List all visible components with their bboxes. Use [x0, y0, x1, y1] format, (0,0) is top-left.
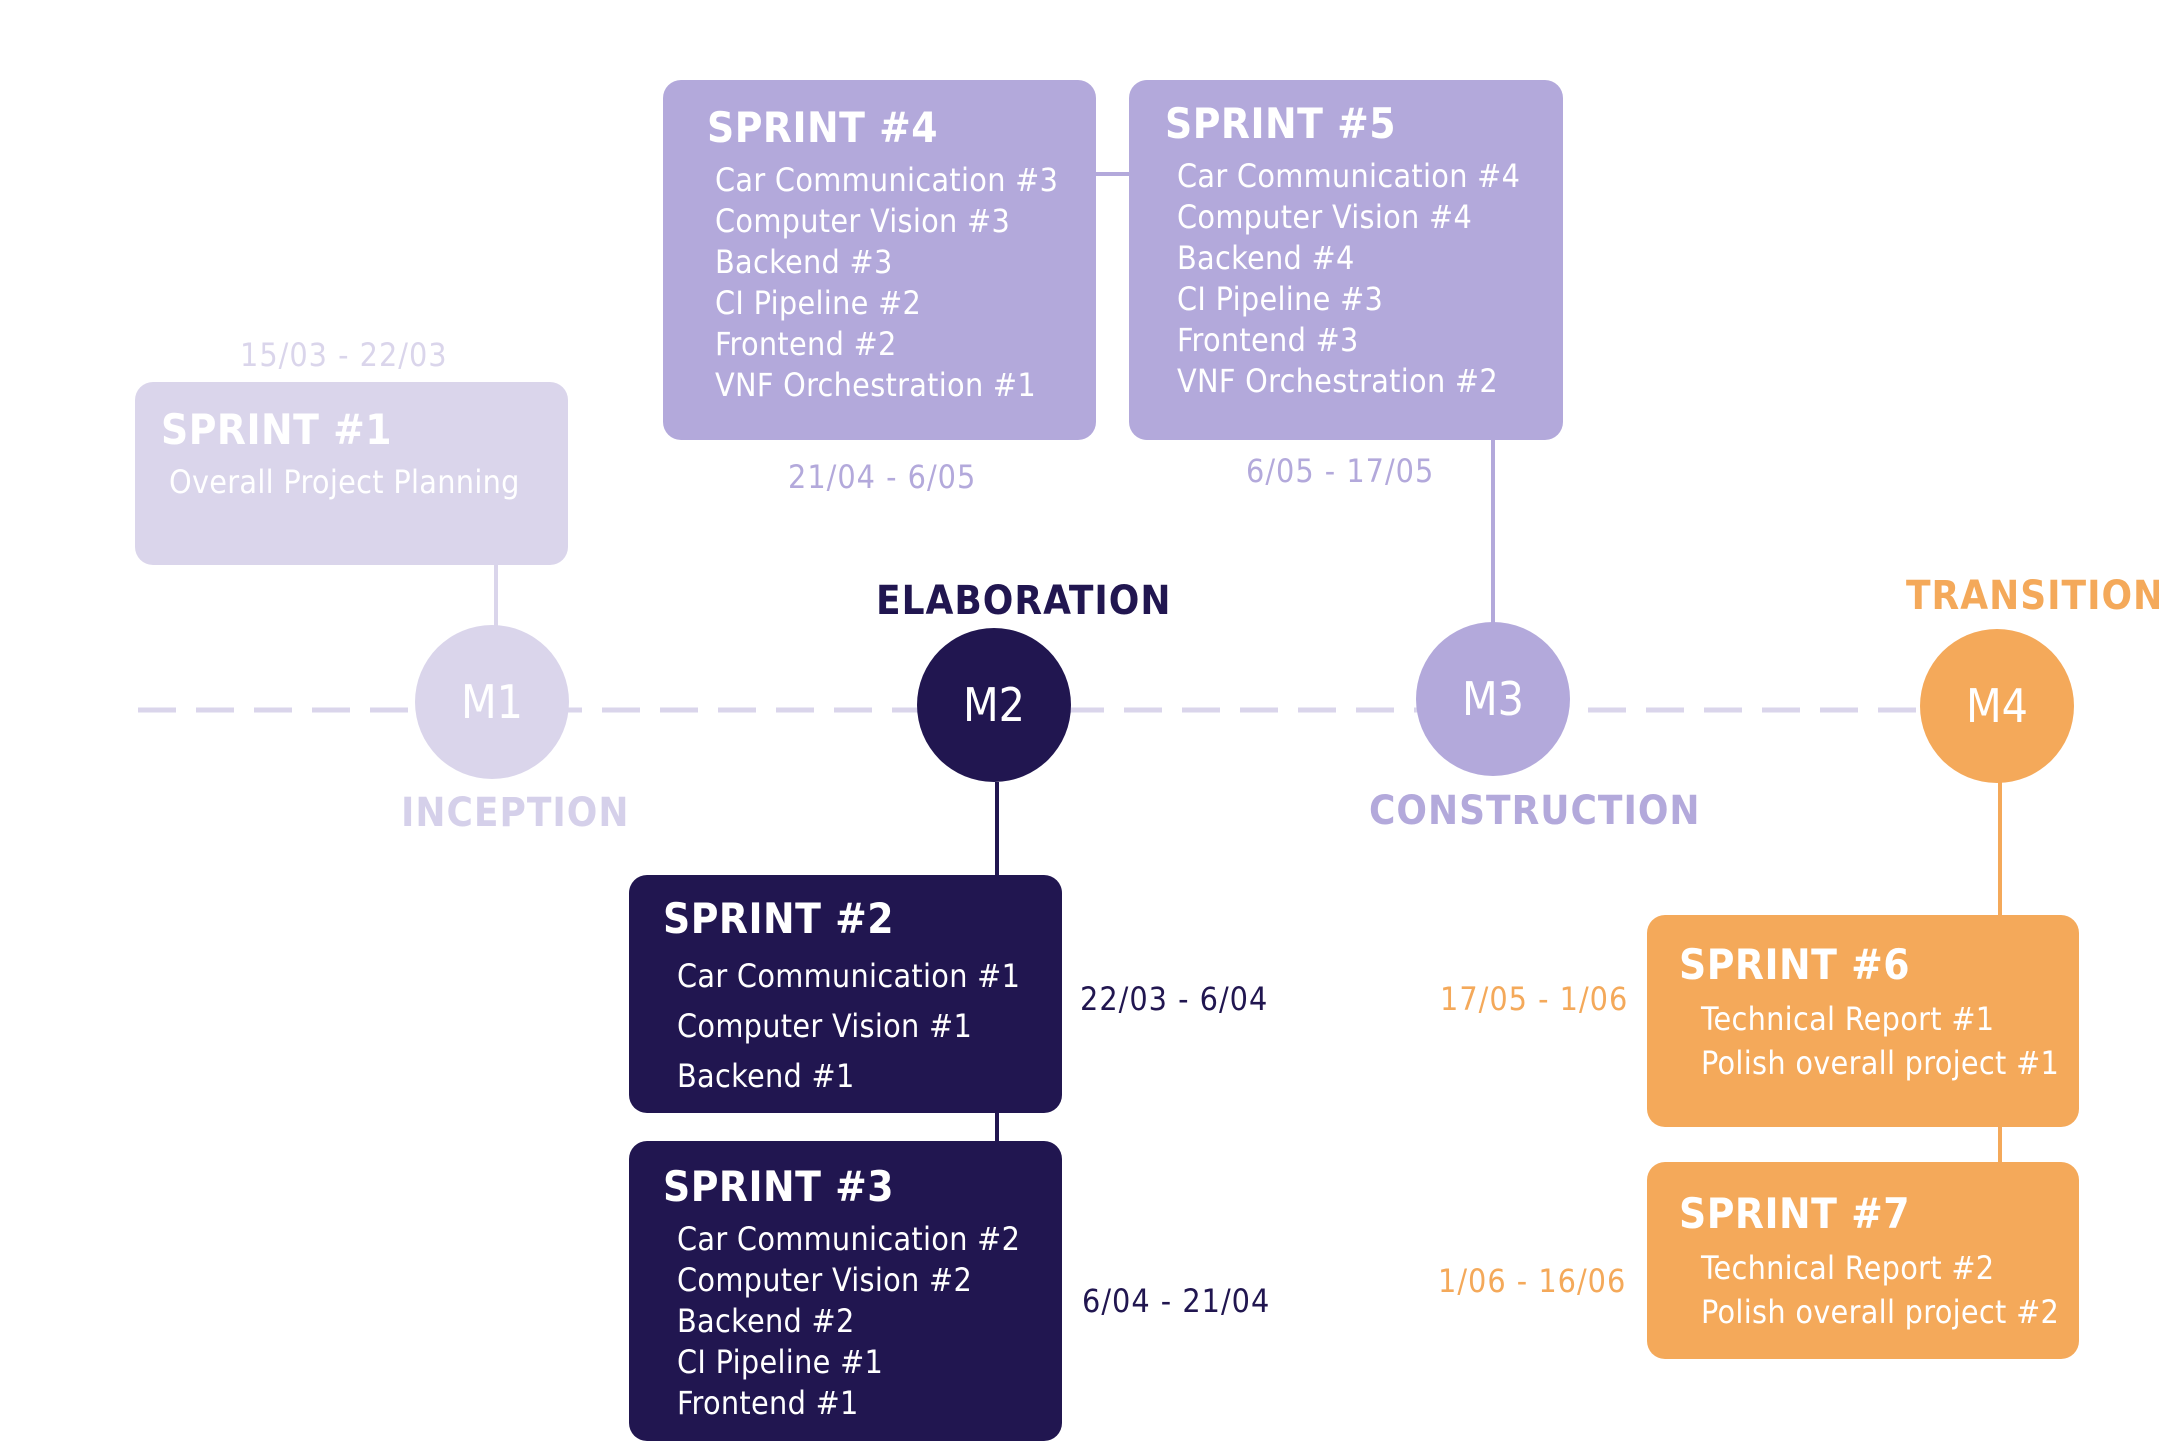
sprint-5-items: Car Communication #4 Computer Vision #4 … [1165, 156, 1563, 402]
phase-inception-label: INCEPTION [401, 790, 630, 836]
sprint-4-date: 21/04 - 6/05 [788, 458, 977, 496]
sprint-3-item: Frontend #1 [677, 1384, 859, 1423]
sprint-1-items: Overall Project Planning [161, 462, 568, 503]
connector-m2-s2 [995, 782, 999, 878]
sprint-2-date: 22/03 - 6/04 [1080, 980, 1269, 1018]
sprint-3-item: Car Communication #2 [677, 1220, 1021, 1259]
sprint-4-items: Car Communication #3 Computer Vision #3 … [707, 160, 1096, 406]
sprint-2-card: SPRINT #2 Car Communication #1 Computer … [629, 875, 1062, 1113]
connector-s1-m1 [494, 563, 498, 633]
sprint-5-title: SPRINT #5 [1165, 99, 1397, 148]
sprint-4-card: SPRINT #4 Car Communication #3 Computer … [663, 80, 1096, 440]
phase-elaboration-label: ELABORATION [876, 578, 1172, 624]
sprint-2-title: SPRINT #2 [663, 894, 895, 943]
sprint-7-item: Polish overall project #2 [1701, 1293, 2060, 1332]
sprint-5-item: VNF Orchestration #2 [1177, 362, 1498, 401]
sprint-5-item: Frontend #3 [1177, 321, 1359, 360]
sprint-4-title: SPRINT #4 [707, 103, 939, 152]
sprint-6-title: SPRINT #6 [1679, 940, 1911, 989]
sprint-2-items: Car Communication #1 Computer Vision #1 … [663, 951, 1062, 1101]
milestone-m4-label: M4 [1965, 679, 2029, 733]
sprint-7-date: 1/06 - 16/06 [1438, 1262, 1627, 1300]
sprint-7-items: Technical Report #2 Polish overall proje… [1679, 1246, 2079, 1334]
sprint-5-item: CI Pipeline #3 [1177, 280, 1384, 319]
sprint-6-items: Technical Report #1 Polish overall proje… [1679, 997, 2079, 1085]
connector-s2-s3 [995, 1110, 999, 1144]
sprint-3-title: SPRINT #3 [663, 1162, 895, 1211]
sprint-5-item: Computer Vision #4 [1177, 198, 1473, 237]
sprint-4-item: VNF Orchestration #1 [715, 366, 1036, 405]
sprint-1-title: SPRINT #1 [161, 405, 393, 454]
sprint-6-item: Polish overall project #1 [1701, 1044, 2060, 1083]
sprint-3-date: 6/04 - 21/04 [1082, 1282, 1271, 1320]
phase-construction-label: CONSTRUCTION [1369, 788, 1701, 834]
sprint-6-item: Technical Report #1 [1701, 1000, 1995, 1039]
sprint-3-item: Computer Vision #2 [677, 1261, 973, 1300]
sprint-5-date: 6/05 - 17/05 [1246, 452, 1435, 490]
connector-s5-m3 [1491, 436, 1495, 624]
connector-s6-s7 [1998, 1127, 2002, 1165]
sprint-7-card: SPRINT #7 Technical Report #2 Polish ove… [1647, 1162, 2079, 1359]
sprint-4-item: Frontend #2 [715, 325, 897, 364]
sprint-7-item: Technical Report #2 [1701, 1249, 1995, 1288]
sprint-5-item: Car Communication #4 [1177, 157, 1521, 196]
sprint-3-item: CI Pipeline #1 [677, 1343, 884, 1382]
sprint-1-item: Overall Project Planning [169, 463, 520, 502]
milestone-m2-label: M2 [962, 678, 1026, 732]
milestone-m3: M3 [1416, 622, 1570, 776]
sprint-5-item: Backend #4 [1177, 239, 1355, 278]
sprint-4-item: Computer Vision #3 [715, 202, 1011, 241]
sprint-2-item: Computer Vision #1 [677, 1007, 973, 1046]
sprint-6-date: 17/05 - 1/06 [1440, 980, 1629, 1018]
sprint-7-title: SPRINT #7 [1679, 1189, 1911, 1238]
phase-transition-label: TRANSITION [1906, 573, 2159, 619]
connector-s4-s5 [1094, 172, 1132, 176]
sprint-5-card: SPRINT #5 Car Communication #4 Computer … [1129, 80, 1563, 440]
sprint-4-item: Backend #3 [715, 243, 893, 282]
sprint-1-card: SPRINT #1 Overall Project Planning [135, 382, 568, 565]
sprint-1-date: 15/03 - 22/03 [240, 336, 448, 374]
milestone-m3-label: M3 [1461, 672, 1525, 726]
milestone-m4: M4 [1920, 629, 2074, 783]
sprint-3-card: SPRINT #3 Car Communication #2 Computer … [629, 1141, 1062, 1441]
milestone-m1: M1 [415, 625, 569, 779]
sprint-3-items: Car Communication #2 Computer Vision #2 … [663, 1219, 1062, 1424]
sprint-2-item: Car Communication #1 [677, 957, 1021, 996]
milestone-m2: M2 [917, 628, 1071, 782]
milestone-m1-label: M1 [460, 675, 524, 729]
connector-m4-s6 [1998, 782, 2002, 918]
sprint-6-card: SPRINT #6 Technical Report #1 Polish ove… [1647, 915, 2079, 1127]
sprint-2-item: Backend #1 [677, 1057, 855, 1096]
sprint-4-item: Car Communication #3 [715, 161, 1059, 200]
sprint-4-item: CI Pipeline #2 [715, 284, 922, 323]
sprint-3-item: Backend #2 [677, 1302, 855, 1341]
